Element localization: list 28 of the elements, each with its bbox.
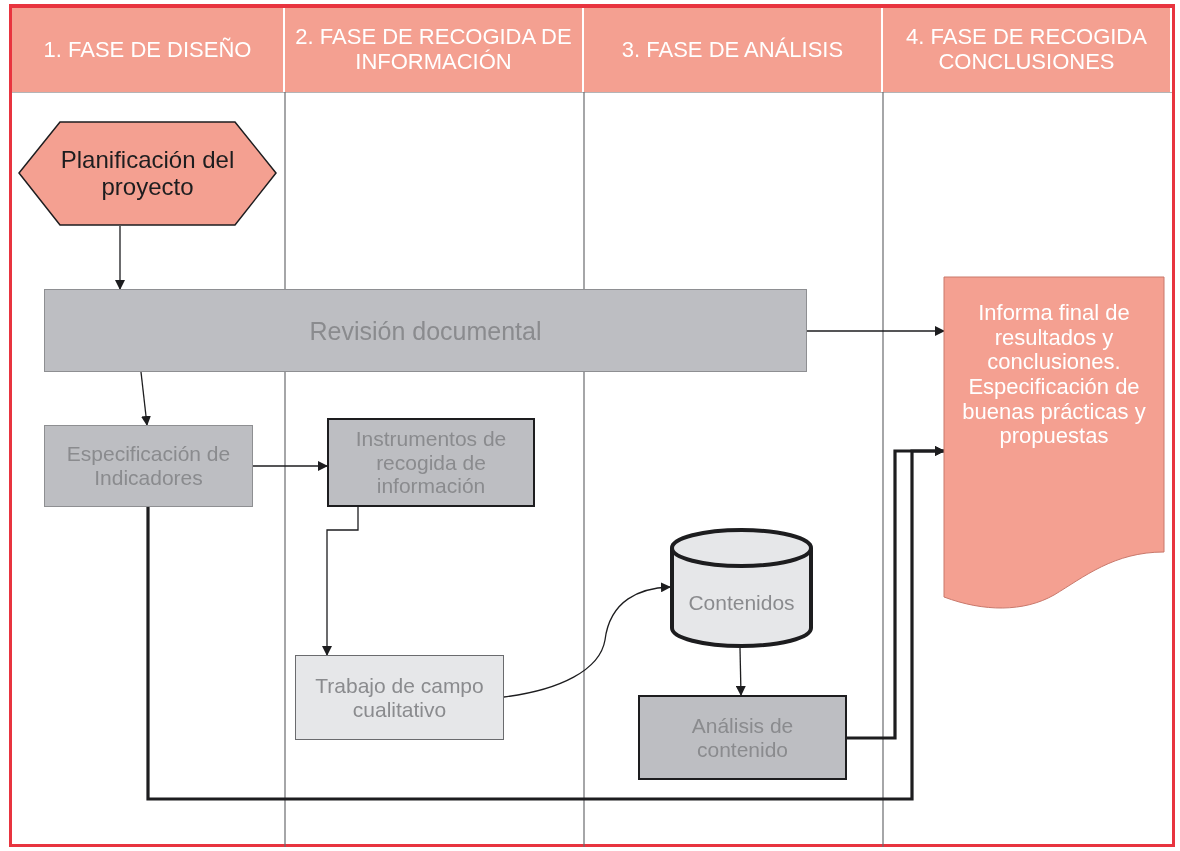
node-label: 2. FASE DE RECOGIDA DE INFORMACIÓN xyxy=(295,25,572,75)
process-box xyxy=(638,695,847,780)
document-shape xyxy=(944,277,1164,607)
node-label: 3. FASE DE ANÁLISIS xyxy=(621,37,844,63)
node-label: Trabajo de campo cualitativo xyxy=(314,674,485,721)
process-box xyxy=(327,418,535,507)
arrow xyxy=(735,647,746,696)
arrow xyxy=(146,446,945,801)
database-cylinder xyxy=(670,528,813,648)
arrow xyxy=(322,506,359,656)
lane-header xyxy=(584,8,883,92)
process-box xyxy=(44,425,253,507)
lane-header xyxy=(12,8,285,92)
node-label: Contenidos xyxy=(688,591,795,615)
node-label: 1. FASE DE DISEÑO xyxy=(43,37,252,63)
arrow xyxy=(115,225,125,290)
lane-header xyxy=(883,8,1172,92)
start-hexagon xyxy=(18,121,277,226)
node-label: 4. FASE DE RECOGIDA CONCLUSIONES xyxy=(905,25,1148,75)
lane-header xyxy=(285,8,584,92)
arrow xyxy=(252,461,328,471)
arrow xyxy=(806,326,945,336)
process-box xyxy=(44,289,807,372)
process-box xyxy=(295,655,504,740)
node-label: Informa final de resultados y conclusiones. Especificación de buenas prácticas y propuestas xyxy=(961,301,1147,449)
arrow xyxy=(503,582,671,698)
arrow xyxy=(140,371,151,426)
node-label: Planificación del proyecto xyxy=(59,146,236,201)
